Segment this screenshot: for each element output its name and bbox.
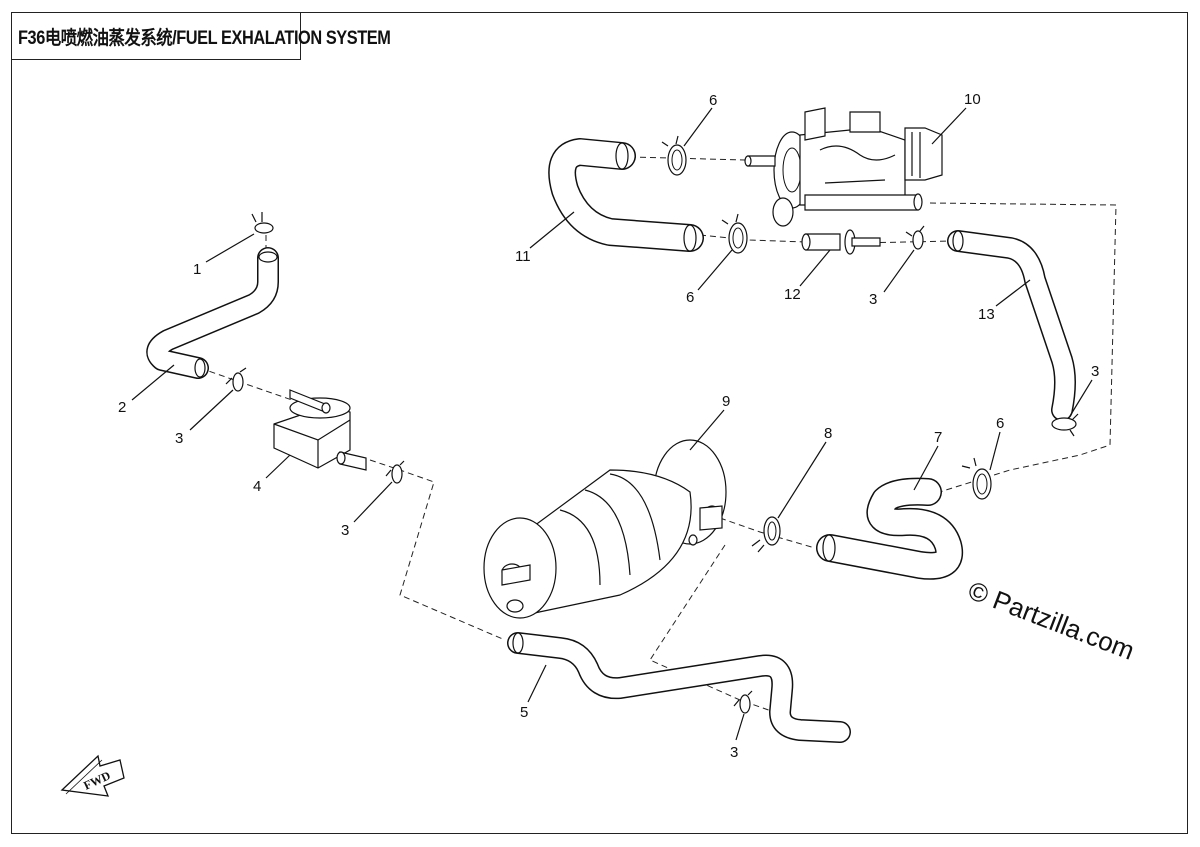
leader-10 [931,107,967,145]
canister-part-9 [483,439,727,619]
callout-13: 13 [978,306,995,323]
leader-1 [205,233,255,263]
clamp-part-6b [721,213,748,254]
leader-3e [883,249,915,293]
callout-6a: 6 [996,415,1004,432]
hose-part-11 [548,138,704,252]
leader-3d [1069,379,1093,417]
leader-2 [131,364,175,401]
hose-part-13 [947,230,1076,421]
leader-8 [777,441,827,519]
diagram-title: F36电喷燃油蒸发系统/FUEL EXHALATION SYSTEM [18,27,391,49]
clamp-part-6c [661,135,687,176]
clamp-part-3e [905,225,925,250]
leader-6c [683,107,713,147]
callout-3a: 3 [175,430,183,447]
leader-9 [689,409,725,451]
clamp-part-3a [225,367,247,392]
callout-3b: 3 [341,522,349,539]
clamp-part-3b [385,460,405,484]
callout-8: 8 [824,425,832,442]
leader-3a [189,389,234,431]
leader-3b [353,481,393,523]
clamp-part-3d [1051,413,1079,437]
leader-4 [265,454,291,479]
hose-part-7 [816,477,964,580]
callout-1: 1 [193,261,201,278]
leader-lines [131,107,1093,741]
connector-part-12 [801,229,881,255]
diagram-frame [11,12,1188,834]
valve-part-4 [273,389,367,471]
callout-3d: 3 [1091,363,1099,380]
hose-part-5 [507,632,851,743]
callouts: 1 2 3 4 3 5 3 9 8 7 6 3 13 3 12 6 11 6 1… [118,91,1099,761]
leader-12 [799,249,831,287]
leader-6a [989,431,1001,471]
clamp-part-8 [751,516,781,553]
leader-5 [527,664,547,703]
leader-7 [913,445,939,491]
callout-11: 11 [515,248,531,265]
callout-7: 7 [934,429,942,446]
title-box: F36电喷燃油蒸发系统/FUEL EXHALATION SYSTEM [11,12,391,60]
fwd-arrow-icon: FWD [60,754,125,797]
callout-6b: 6 [686,289,694,306]
callout-4: 4 [253,478,261,495]
callout-3c: 3 [730,744,738,761]
callout-6c: 6 [709,92,717,109]
leader-11 [529,211,575,249]
callout-12: 12 [784,286,801,303]
clamp-part-3c [733,690,753,714]
hose-part-2 [146,247,279,379]
solenoid-valve-part-10 [744,107,943,227]
clamp-part-1 [251,212,274,234]
callout-3e: 3 [869,291,877,308]
callout-10: 10 [964,91,981,108]
leader-6b [697,249,733,291]
leader-13 [995,279,1031,307]
leader-3c [735,713,745,741]
callout-9: 9 [722,393,730,410]
callout-5: 5 [520,704,528,721]
callout-2: 2 [118,399,126,416]
clamp-part-6a [961,457,992,500]
